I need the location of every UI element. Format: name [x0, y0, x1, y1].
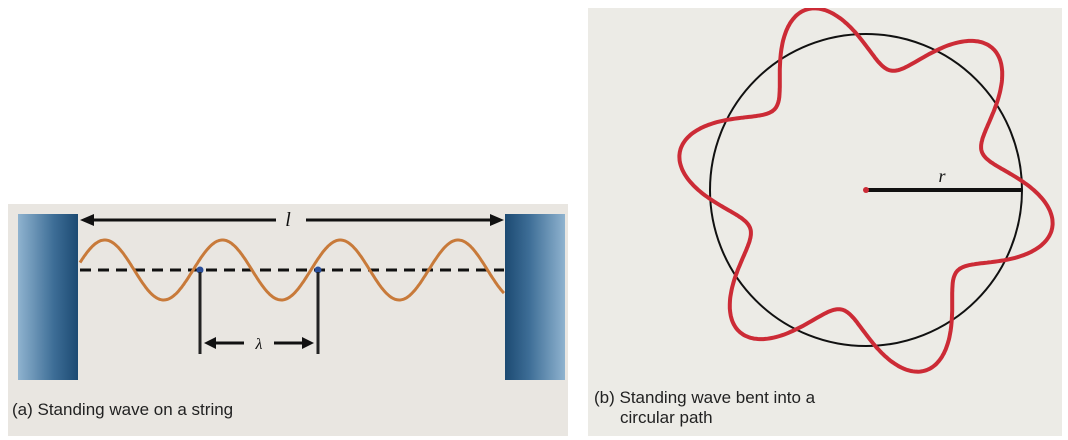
- radius-label: r: [938, 166, 946, 186]
- caption-line-2: circular path: [594, 408, 914, 428]
- length-arrowhead-right: [490, 214, 504, 226]
- wavelength-arrowhead-right: [302, 337, 314, 349]
- length-label: l: [285, 209, 291, 231]
- caption-line-1: (b) Standing wave bent into a: [594, 388, 914, 408]
- length-arrowhead-left: [80, 214, 94, 226]
- caption-string-wave: (a) Standing wave on a string: [12, 400, 233, 420]
- caption-circular-wave: (b) Standing wave bent into a circular p…: [594, 388, 914, 428]
- panel-circular-wave: r (b) Standing wave bent into a circular…: [588, 8, 1062, 436]
- wavelength-label: λ: [255, 336, 263, 353]
- panel-string-wave: l λ (a) Standing wave on a string: [8, 204, 568, 436]
- right-wall: [505, 214, 565, 380]
- center-point: [863, 187, 869, 193]
- wavelength-arrowhead-left: [204, 337, 216, 349]
- left-wall: [18, 214, 78, 380]
- circular-wave-diagram: r: [588, 8, 1062, 436]
